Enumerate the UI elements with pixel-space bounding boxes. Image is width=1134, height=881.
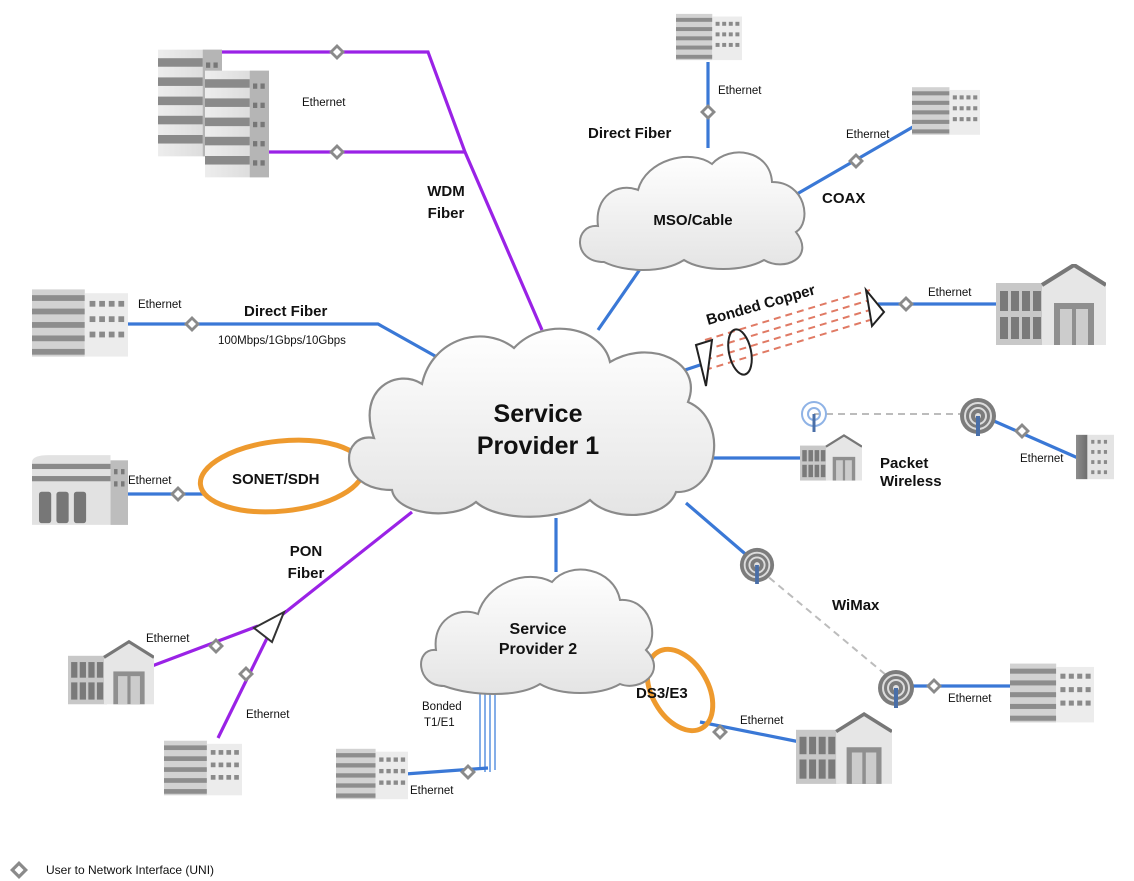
uni-icon [898,296,914,312]
building-icon [164,740,242,796]
bonded-copper-link [639,286,1000,387]
wimax-label: WiMax [832,597,880,614]
pon-label-line1: PON [290,543,323,560]
pon-ethernet-b: Ethernet [246,709,290,721]
building-icon [1076,434,1114,480]
uni-icon [460,764,476,780]
bonded-t1-line2: T1/E1 [424,717,455,729]
pon-fiber-link [151,510,413,739]
wdm-ethernet-label: Ethernet [302,97,346,109]
direct-fiber-left-ethernet: Ethernet [138,299,182,311]
building-icon [796,712,892,786]
packet-wireless-line1: Packet [880,455,928,472]
pon-ethernet-a: Ethernet [146,633,190,645]
building-icon [676,13,742,61]
service-provider-2-cloud [420,568,655,695]
packet-wireless-ethernet: Ethernet [1020,453,1064,465]
uni-icon [170,486,186,502]
mso-cable-label: MSO/Cable [653,212,732,229]
direct-fiber-left-link [124,322,461,372]
sp2-title-line1: Service [510,621,567,638]
building-icon [68,642,154,705]
direct-fiber-top-ethernet: Ethernet [718,85,762,97]
building-icon [205,70,269,178]
wdm-label-line2: Fiber [428,205,465,222]
uni-icon [329,44,345,60]
uni-icon [329,144,345,160]
direct-fiber-left-label: Direct Fiber [244,303,328,320]
building-icon [996,265,1106,345]
direct-fiber-left-speeds: 100Mbps/1Gbps/10Gbps [218,335,346,347]
legend-uni-label: User to Network Interface (UNI) [46,863,214,877]
ds3-ethernet: Ethernet [740,715,784,727]
building-icon [800,433,862,483]
coax-ethernet: Ethernet [846,129,890,141]
building-icon [32,289,128,357]
uni-icon [700,104,716,120]
ds3-ring [644,646,716,734]
building-icon [1010,663,1094,723]
bonded-t1-link [404,686,496,776]
pon-label-line2: Fiber [288,565,325,582]
antenna-icon [959,397,997,436]
antenna-icon [877,669,915,708]
ds3-access-link [699,720,801,744]
sp1-title-line2: Provider 1 [477,432,599,460]
wimax-ethernet: Ethernet [948,693,992,705]
ds3-label: DS3/E3 [636,685,688,702]
sonet-label: SONET/SDH [232,471,320,488]
building-icon [336,748,408,800]
antenna-icon [801,401,827,432]
sp1-title-line1: Service [494,400,583,428]
wimax-link [684,501,1012,688]
packet-wireless-line2: Wireless [880,473,942,490]
sonet-ethernet: Ethernet [128,475,172,487]
wdm-label-line1: WDM [427,183,465,200]
legend: User to Network Interface (UNI) [10,861,214,879]
coax-label: COAX [822,190,865,207]
uni-icon [184,316,200,332]
uni-legend-icon [10,861,28,879]
building-icon [912,87,980,135]
uni-icon [926,678,942,694]
mso-cable-cloud [579,151,806,271]
bonded-t1-ethernet: Ethernet [410,785,454,797]
building-icon [32,455,128,525]
sp2-title-line2: Provider 2 [499,641,577,658]
bonded-copper-ethernet: Ethernet [928,287,972,299]
service-provider-1-cloud [347,327,716,518]
bonded-t1-line1: Bonded [422,701,462,713]
direct-fiber-top-label: Direct Fiber [588,125,672,142]
